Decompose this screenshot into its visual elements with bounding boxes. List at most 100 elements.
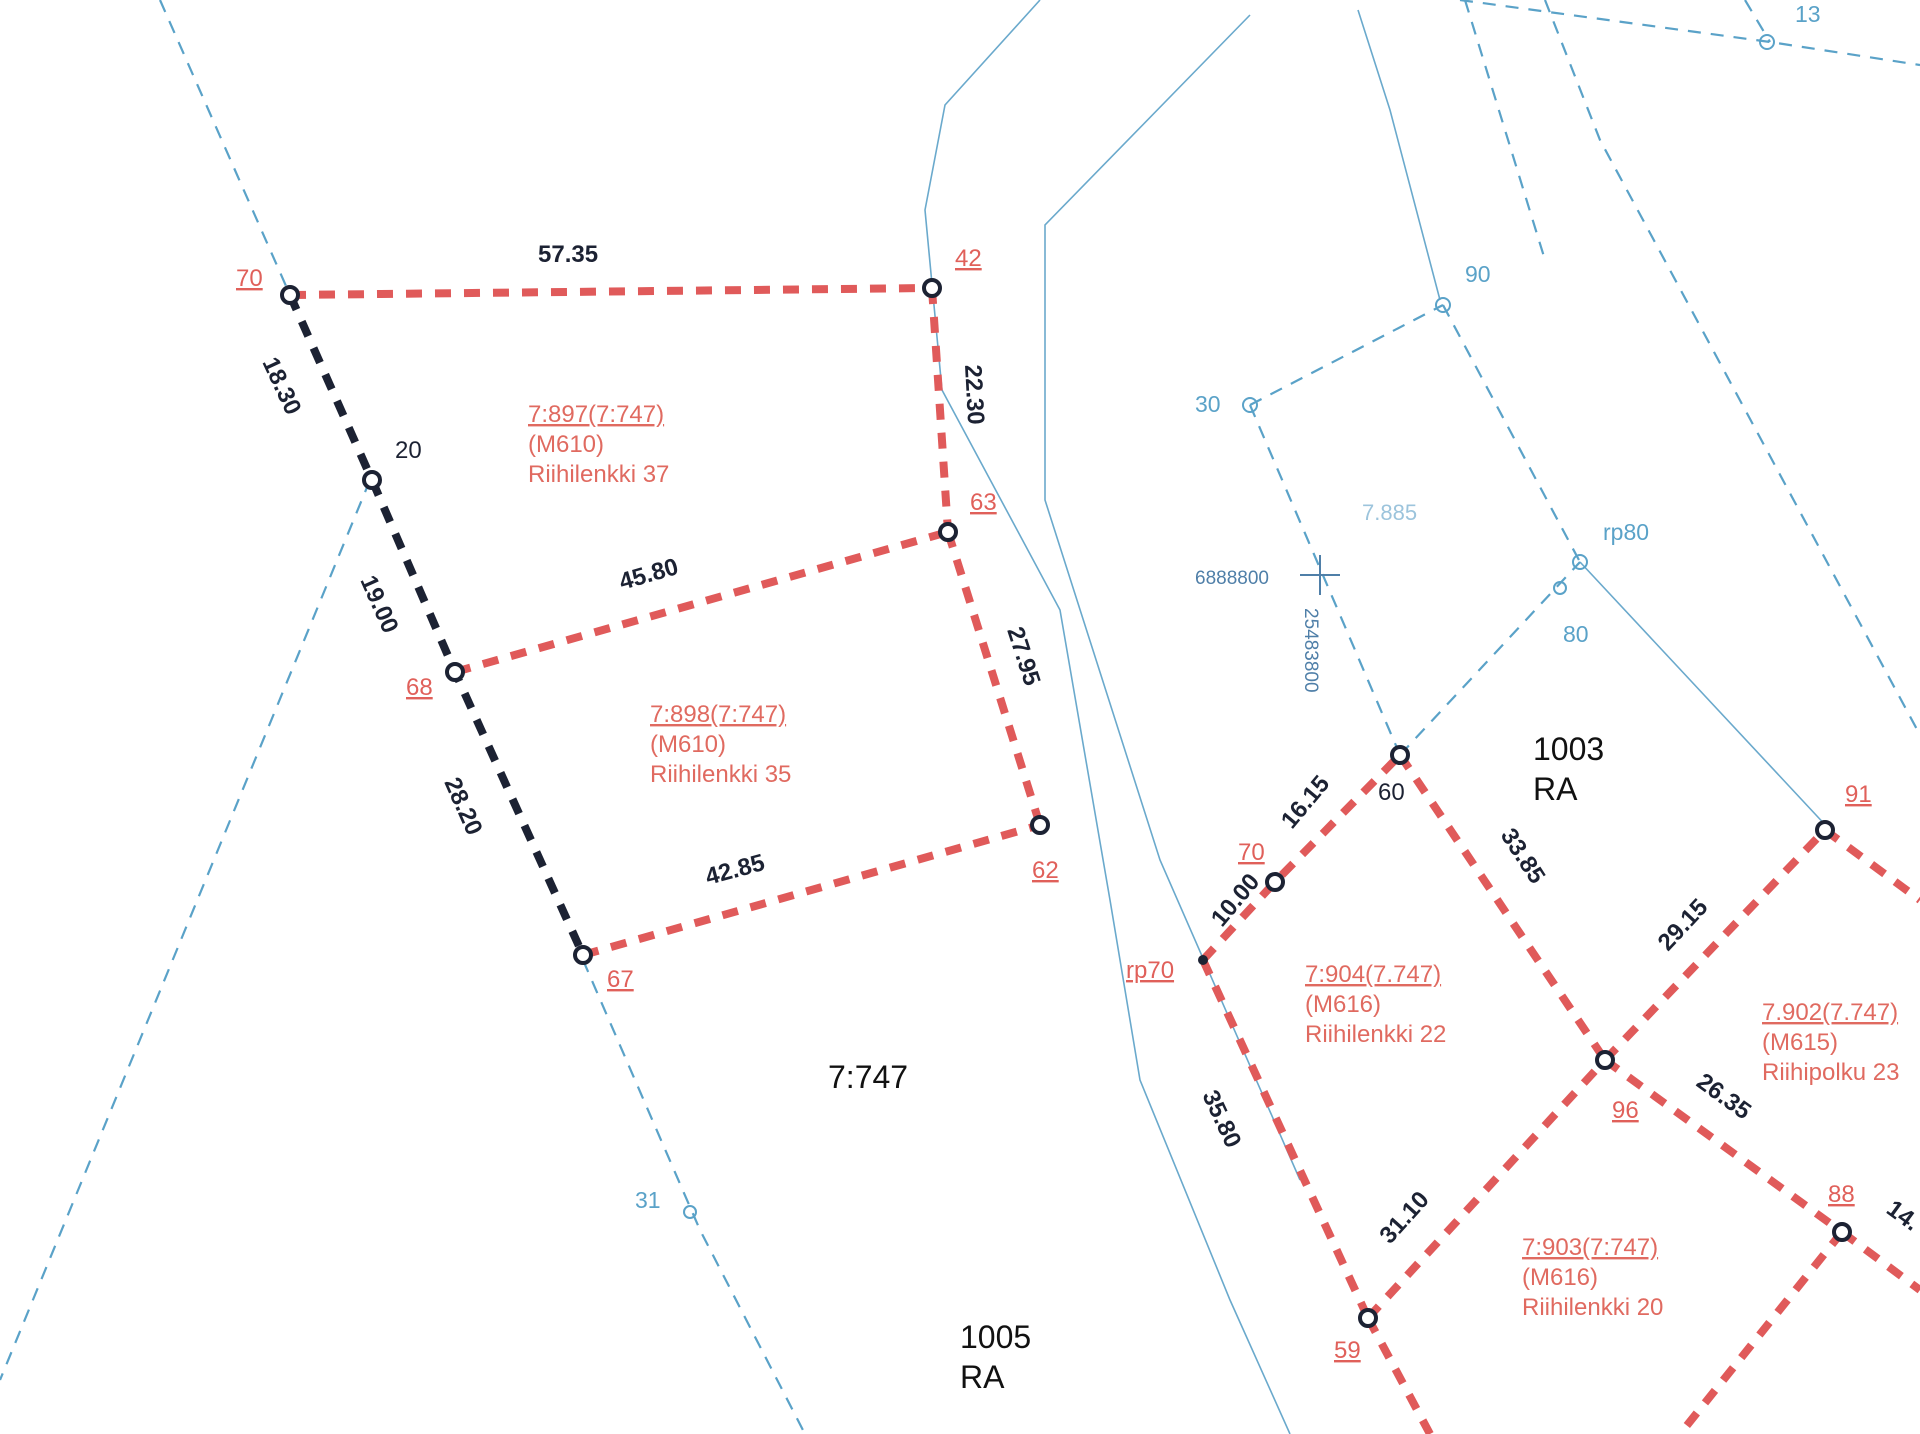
northing-label: 6888800 [1195, 568, 1269, 589]
boundary-60-96 [1396, 752, 1609, 1063]
label-point-31: 31 [635, 1187, 661, 1213]
coordinate-cross [1300, 555, 1340, 595]
marker-rp70 [1198, 955, 1208, 965]
parcel-plan: (M610) [650, 731, 726, 758]
parcel-id: 7:903(7:747) [1522, 1234, 1658, 1261]
label-point-62: 62 [1032, 857, 1059, 884]
dark-point-labels: 20 60 [395, 437, 1405, 806]
confirmed-boundaries [286, 293, 587, 957]
existing-points [683, 34, 1775, 1219]
old-parcel-label: 7.885 [1362, 500, 1417, 525]
boundary-rp80-91 [1579, 561, 1831, 831]
marker-42 [922, 278, 942, 298]
boundary-68-63 [453, 528, 950, 676]
point-marker-90 [1435, 297, 1451, 313]
boundary-north-a [1463, 0, 1547, 261]
new-boundaries [289, 284, 1920, 1434]
parcel-label-7-903: 7:903(7:747) (M616) Riihilenkki 20 [1522, 1234, 1663, 1321]
boundary-63-62 [944, 530, 1044, 827]
boundary-70-67 [286, 293, 587, 957]
boundary-markers [280, 278, 1852, 1328]
label-point-rp80: rp80 [1603, 519, 1649, 545]
length-88-cut: 14. [1881, 1195, 1920, 1236]
length-96-88: 26.35 [1691, 1068, 1755, 1125]
boundary-67-62 [581, 821, 1042, 959]
boundary-88-east [1839, 1228, 1920, 1294]
boundary-59-south [1364, 1316, 1434, 1434]
marker-60 [1390, 745, 1410, 765]
parcel-id: 7:904(7.747) [1305, 961, 1441, 988]
parcel-id: 7.902(7.747) [1762, 999, 1898, 1026]
marker-63 [938, 522, 958, 542]
marker-59 [1358, 1308, 1378, 1328]
boundary-88-southwest [1676, 1229, 1846, 1434]
length-rp70-59: 35.80 [1197, 1086, 1247, 1152]
road-edges [924, 0, 1831, 1434]
label-point-30: 30 [1195, 391, 1221, 417]
parcel-plan: (M616) [1305, 991, 1381, 1018]
road-edge-left [924, 0, 1291, 1434]
boundary-90-rp80 [1442, 304, 1581, 563]
length-labels: 57.35 18.30 22.30 45.80 19.00 27.95 28.2… [257, 241, 1920, 1249]
boundary-13-up [1744, 0, 1771, 43]
marker-70b [1265, 872, 1285, 892]
label-point-70: 70 [236, 265, 263, 292]
boundary-13 [1459, 0, 1920, 67]
label-point-80: 80 [1563, 621, 1589, 647]
length-63-62: 27.95 [1001, 624, 1045, 689]
marker-88 [1832, 1222, 1852, 1242]
point-marker-13 [1759, 34, 1775, 50]
zone-1003-number: 1003 [1533, 731, 1604, 767]
point-marker-80 [1553, 581, 1567, 595]
road-edge-middle [1357, 9, 1441, 301]
length-rp70-70b: 10.00 [1206, 868, 1265, 931]
label-point-67: 67 [607, 966, 634, 993]
marker-68 [445, 662, 465, 682]
parcel-plan: (M610) [528, 431, 604, 458]
easting-label: 25483800 [1300, 608, 1321, 693]
label-point-13: 13 [1795, 1, 1821, 27]
boundary-70-42 [289, 284, 933, 299]
parcel-plan: (M615) [1762, 1029, 1838, 1056]
point-marker-30 [1242, 397, 1258, 413]
parcel-label-7-904: 7:904(7.747) (M616) Riihilenkki 22 [1305, 961, 1446, 1048]
marker-20 [362, 470, 382, 490]
boundary-30-90 [1249, 304, 1444, 406]
boundary-rp70-59 [1199, 958, 1372, 1320]
length-42-63: 22.30 [959, 364, 989, 425]
length-20-68: 19.00 [355, 571, 404, 637]
label-point-70b: 70 [1238, 839, 1265, 866]
parcel-id: 7:897(7:747) [528, 401, 664, 428]
boundary-59-96 [1365, 1057, 1608, 1321]
label-point-91: 91 [1845, 781, 1872, 808]
label-point-63: 63 [970, 489, 997, 516]
boundary-42-63 [928, 287, 952, 533]
road-edge-right [1044, 14, 1301, 1181]
length-68-63: 45.80 [616, 553, 681, 596]
boundary-nw-diagonal [158, 0, 292, 296]
parcel-label-7-897: 7:897(7:747) (M610) Riihilenkki 37 [528, 401, 669, 488]
blue-point-labels: 90 30 rp80 80 31 13 [635, 1, 1821, 1213]
parcel-address: Riihilenkki 35 [650, 761, 791, 788]
parcel-label-7-902: 7.902(7.747) (M615) Riihipolku 23 [1762, 999, 1899, 1086]
marker-70 [280, 285, 300, 305]
label-point-88: 88 [1828, 1181, 1855, 1208]
red-point-labels: 70 42 63 68 62 67 70 rp70 91 96 88 59 [236, 245, 1872, 1364]
label-point-59: 59 [1334, 1337, 1361, 1364]
length-68-67: 28.20 [439, 773, 488, 839]
parcel-address: Riihipolku 23 [1762, 1059, 1899, 1086]
label-point-rp70: rp70 [1126, 957, 1174, 984]
label-point-60: 60 [1378, 779, 1405, 806]
label-point-42: 42 [955, 245, 982, 272]
zone-1005-number: 1005 [960, 1319, 1031, 1355]
parcel-address: Riihilenkki 37 [528, 461, 669, 488]
boundary-96-91 [1602, 827, 1828, 1063]
parcel-id: 7:898(7:747) [650, 701, 786, 728]
parcel-address: Riihilenkki 20 [1522, 1294, 1663, 1321]
parcel-label-7-898: 7:898(7:747) (M610) Riihilenkki 35 [650, 701, 791, 788]
label-point-68: 68 [406, 674, 433, 701]
boundary-north-b [1543, 0, 1920, 736]
label-point-96: 96 [1612, 1097, 1639, 1124]
